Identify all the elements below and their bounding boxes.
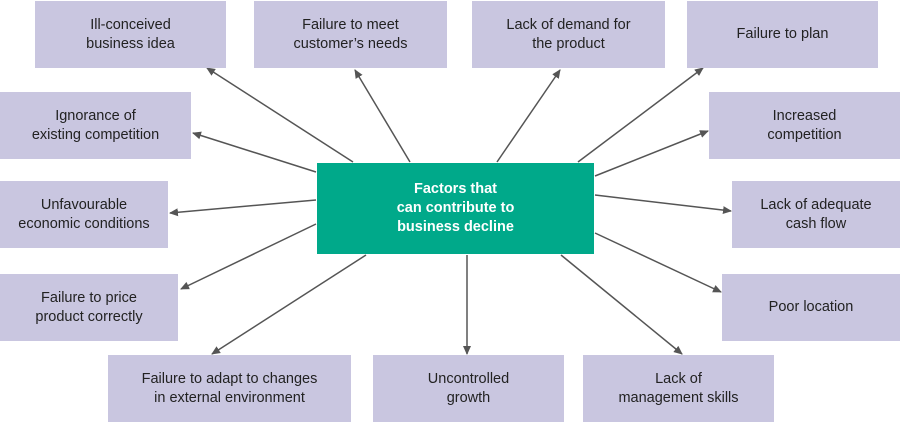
arrow-to-poor-location (594, 232, 722, 293)
factor-box-lack-of-demand-for-product: Lack of demand for the product (472, 1, 665, 68)
factor-box-failure-to-plan: Failure to plan (687, 1, 878, 68)
factor-box-ignorance-of-existing-competition: Ignorance of existing competition (0, 92, 191, 159)
arrow-to-ignorance-of-existing-competition (192, 131, 317, 173)
factor-box-failure-to-meet-customer-needs: Failure to meet customer’s needs (254, 1, 447, 68)
arrow-to-failure-to-price-product-correctly (180, 223, 317, 290)
factor-box-failure-to-adapt-to-changes: Failure to adapt to changes in external … (108, 355, 351, 422)
arrow-to-failure-to-plan (577, 67, 704, 163)
factor-box-lack-of-adequate-cash-flow: Lack of adequate cash flow (732, 181, 900, 248)
arrow-to-ill-conceived-business-idea (206, 67, 354, 163)
arrow-to-lack-of-demand-for-product (496, 69, 561, 163)
arrow-to-lack-of-management-skills (560, 254, 683, 355)
arrow-to-failure-to-adapt-to-changes (211, 254, 367, 355)
factor-box-increased-competition: Increased competition (709, 92, 900, 159)
factor-box-uncontrolled-growth: Uncontrolled growth (373, 355, 564, 422)
factor-box-poor-location: Poor location (722, 274, 900, 341)
factor-box-unfavourable-economic-conditions: Unfavourable economic conditions (0, 181, 168, 248)
factor-box-failure-to-price-product-correctly: Failure to price product correctly (0, 274, 178, 341)
arrow-to-increased-competition (594, 130, 709, 177)
arrow-to-lack-of-adequate-cash-flow (594, 194, 732, 215)
arrow-to-failure-to-meet-customer-needs (354, 69, 411, 163)
factor-box-lack-of-management-skills: Lack of management skills (583, 355, 774, 422)
arrow-to-unfavourable-economic-conditions (169, 199, 317, 217)
central-topic: Factors that can contribute to business … (317, 163, 594, 254)
factor-box-ill-conceived-business-idea: Ill-conceived business idea (35, 1, 226, 68)
